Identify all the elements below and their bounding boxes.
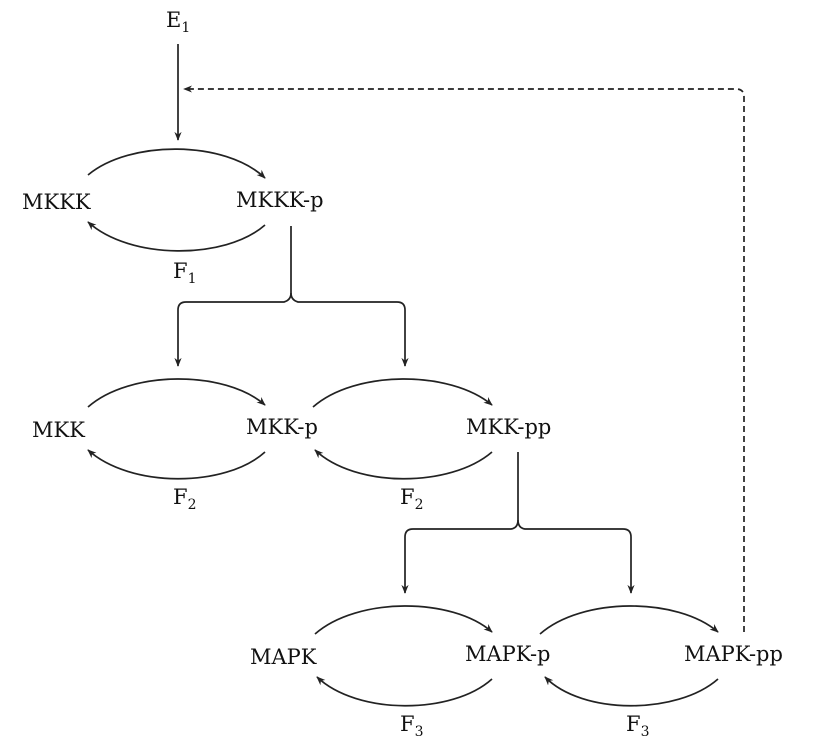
mkkk-label: MKKK — [22, 190, 91, 214]
mkk-label: MKK — [32, 418, 85, 442]
mkk-phosphorylation-arrow — [87, 378, 266, 408]
mkkk-p-label: MKKK-p — [236, 188, 324, 212]
mapk-p-label: MAPK-p — [465, 642, 551, 666]
mapk-p-dephosphorylation-arrow — [544, 676, 719, 707]
mapk-p-phosphorylation-arrow — [539, 605, 719, 635]
mkkk-phosphorylation-arrow — [87, 148, 266, 179]
mapk-label: MAPK — [250, 645, 317, 669]
e1-label: E1 — [166, 8, 190, 36]
mkkk-dephosphorylation-arrow — [87, 221, 266, 252]
mkk-pp-split-connector — [401, 452, 519, 594]
f3-label-right: F3 — [626, 712, 650, 740]
mapk-dephosphorylation-arrow — [316, 676, 493, 707]
mapk-pp-feedback-arrow — [183, 85, 745, 632]
mkk-pp-split-connector-right — [517, 519, 635, 594]
mkk-pp-label: MKK-pp — [466, 415, 551, 439]
mapk-pp-label: MAPK-pp — [684, 642, 783, 666]
f3-label-left: F3 — [400, 712, 424, 740]
f1-label: F1 — [173, 259, 197, 287]
mapk-phosphorylation-arrow — [314, 605, 493, 635]
f2-label-left: F2 — [173, 485, 197, 513]
f2-label-right: F2 — [400, 485, 424, 513]
mkk-p-phosphorylation-arrow — [312, 378, 493, 408]
mkk-p-dephosphorylation-arrow — [314, 449, 493, 480]
mkk-p-label: MKK-p — [246, 415, 318, 439]
mkk-dephosphorylation-arrow — [87, 449, 266, 480]
mkkk-p-split-connector — [174, 226, 292, 367]
mkkk-p-split-connector-right — [290, 292, 409, 367]
